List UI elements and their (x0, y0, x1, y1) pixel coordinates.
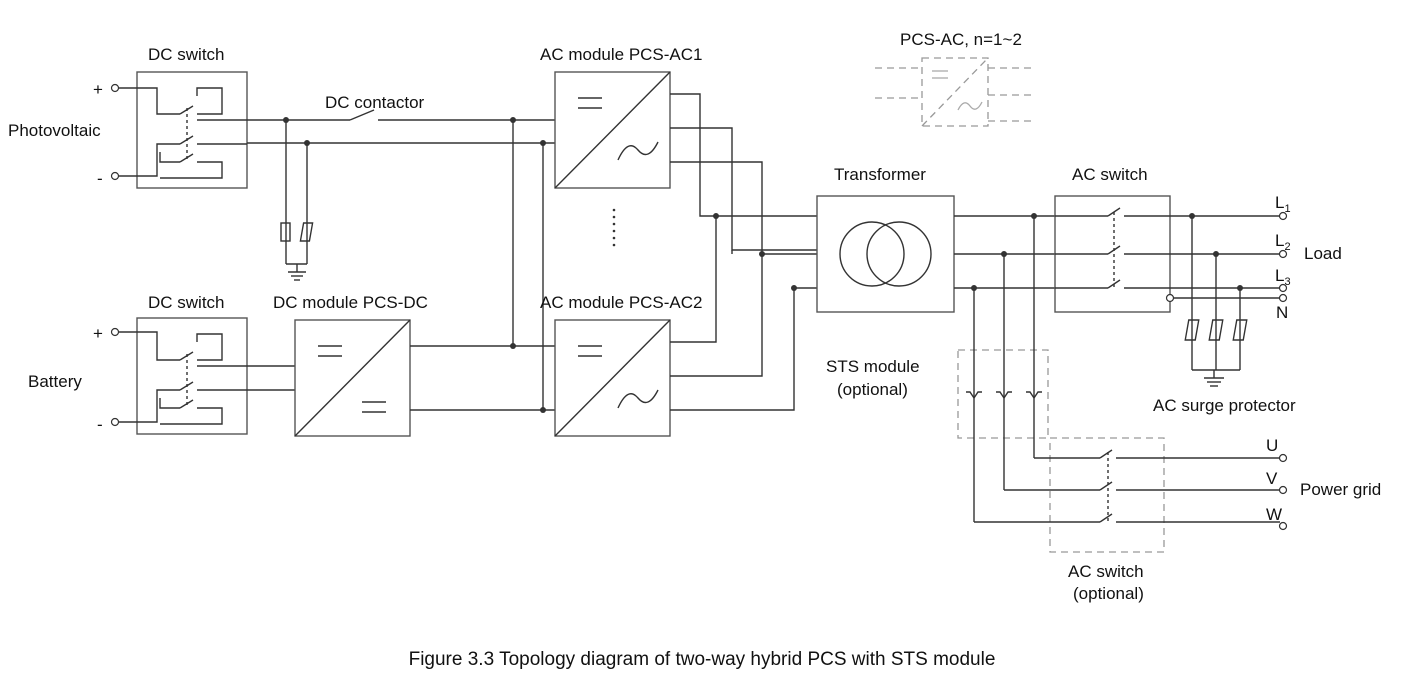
pv-plus-label: + (93, 80, 103, 99)
dc-switch-pv (118, 71, 248, 189)
load-label: Load (1304, 244, 1342, 263)
bat-plus-label: + (93, 324, 103, 343)
u-terminal (1278, 453, 1288, 463)
ac-output-lines (670, 93, 817, 411)
dc-switch-top-label: DC switch (148, 45, 225, 64)
bat-plus-terminal (110, 327, 120, 337)
l3-label: L3 (1275, 266, 1291, 288)
l2-label: L2 (1275, 231, 1291, 253)
n-label: N (1276, 303, 1288, 322)
sts-module (957, 213, 1049, 522)
ac-module-2 (554, 319, 671, 437)
sts-module-label-line1: STS module (826, 357, 920, 376)
l1-terminal (1278, 211, 1288, 221)
bat-minus-label: - (97, 415, 103, 434)
pv-minus-label: - (97, 169, 103, 188)
figure-caption: Figure 3.3 Topology diagram of two-way h… (409, 649, 996, 670)
l1-label: L1 (1275, 193, 1291, 215)
pcs-ac-legend (875, 57, 1035, 127)
dc-switch-battery (118, 317, 295, 435)
n-terminal (1278, 293, 1288, 303)
dc-bus (512, 120, 544, 410)
dc-module-label: DC module PCS-DC (273, 293, 428, 312)
pv-minus-terminal (110, 171, 120, 181)
ac-switch-optional-label-line2: (optional) (1073, 584, 1144, 603)
l3-terminal (1278, 283, 1288, 293)
v-label: V (1266, 469, 1278, 488)
pcs-ac-legend-label: PCS-AC, n=1~2 (900, 30, 1022, 49)
transformer-label: Transformer (834, 165, 926, 184)
ellipsis-dots (612, 208, 616, 247)
transformer (816, 195, 955, 313)
ac-switch-label: AC switch (1072, 165, 1148, 184)
battery-label: Battery (28, 372, 82, 391)
load-lines (1165, 213, 1280, 387)
ac-surge-protector-label: AC surge protector (1153, 396, 1296, 415)
u-label: U (1266, 436, 1278, 455)
dc-module (294, 319, 555, 437)
v-terminal (1278, 485, 1288, 495)
ac-switch-optional (974, 437, 1280, 553)
ac-switch (1054, 195, 1171, 313)
dc-contactor-label: DC contactor (325, 93, 425, 112)
pv-plus-terminal (110, 83, 120, 93)
sts-module-label-line2: (optional) (837, 380, 908, 399)
w-label: W (1266, 505, 1282, 524)
ac-module-2-label: AC module PCS-AC2 (540, 293, 703, 312)
pv-bus-lines (247, 109, 555, 281)
photovoltaic-label: Photovoltaic (8, 121, 101, 140)
power-grid-label: Power grid (1300, 480, 1381, 499)
w-terminal (1278, 521, 1288, 531)
ac-module-1 (554, 71, 671, 189)
ac-switch-optional-label-line1: AC switch (1068, 562, 1144, 581)
ac-module-1-label: AC module PCS-AC1 (540, 45, 703, 64)
bat-minus-terminal (110, 417, 120, 427)
l2-terminal (1278, 249, 1288, 259)
dc-switch-bottom-label: DC switch (148, 293, 225, 312)
